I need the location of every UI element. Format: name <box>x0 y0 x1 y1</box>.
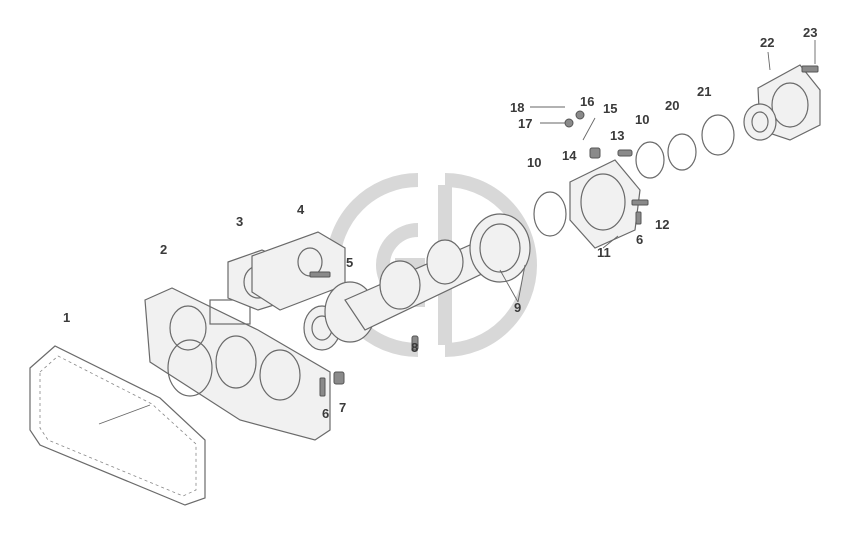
label-13: 13 <box>610 128 624 143</box>
part-22-flange <box>743 51 821 141</box>
label-18: 18 <box>510 100 524 115</box>
label-22: 22 <box>760 35 774 50</box>
part-21-bearing <box>701 114 735 156</box>
part-7-plug <box>333 371 345 385</box>
label-10b: 10 <box>635 112 649 127</box>
part-9-gear-assembly <box>303 213 531 351</box>
label-6a: 6 <box>322 406 329 421</box>
label-3: 3 <box>236 214 243 229</box>
label-8: 8 <box>411 340 418 355</box>
label-7: 7 <box>339 400 346 415</box>
part-11-cover <box>569 159 641 249</box>
label-4: 4 <box>297 202 305 217</box>
part-5-bolt <box>309 271 331 278</box>
part-16-cap <box>575 110 585 120</box>
part-13-fitting <box>617 149 633 157</box>
part-10-ring-left <box>533 191 567 237</box>
label-11: 11 <box>597 245 611 260</box>
label-14: 14 <box>562 148 577 163</box>
label-21: 21 <box>697 84 711 99</box>
label-6b: 6 <box>636 232 643 247</box>
label-10a: 10 <box>527 155 541 170</box>
part-17-screw <box>540 118 574 128</box>
label-1: 1 <box>63 310 70 325</box>
label-5: 5 <box>346 255 353 270</box>
part-14-valve <box>589 147 601 159</box>
label-12: 12 <box>655 217 669 232</box>
part-12-bolt <box>631 199 649 206</box>
part-8-pin <box>411 335 419 351</box>
part-15-stem <box>582 117 596 141</box>
label-23: 23 <box>803 25 817 40</box>
label-2: 2 <box>160 242 167 257</box>
label-16: 16 <box>580 94 594 109</box>
part-10-ring-right <box>635 141 665 179</box>
label-20: 20 <box>665 98 679 113</box>
part-2-housing <box>144 287 331 441</box>
part-23-bolt <box>801 40 819 73</box>
label-9: 9 <box>514 300 521 315</box>
part-6-bolt-right <box>635 211 642 225</box>
label-15: 15 <box>603 101 617 116</box>
part-20-ring <box>667 133 697 171</box>
label-17: 17 <box>518 116 532 131</box>
part-6-bolt-left <box>319 377 326 397</box>
part-1-gasket <box>29 345 206 506</box>
